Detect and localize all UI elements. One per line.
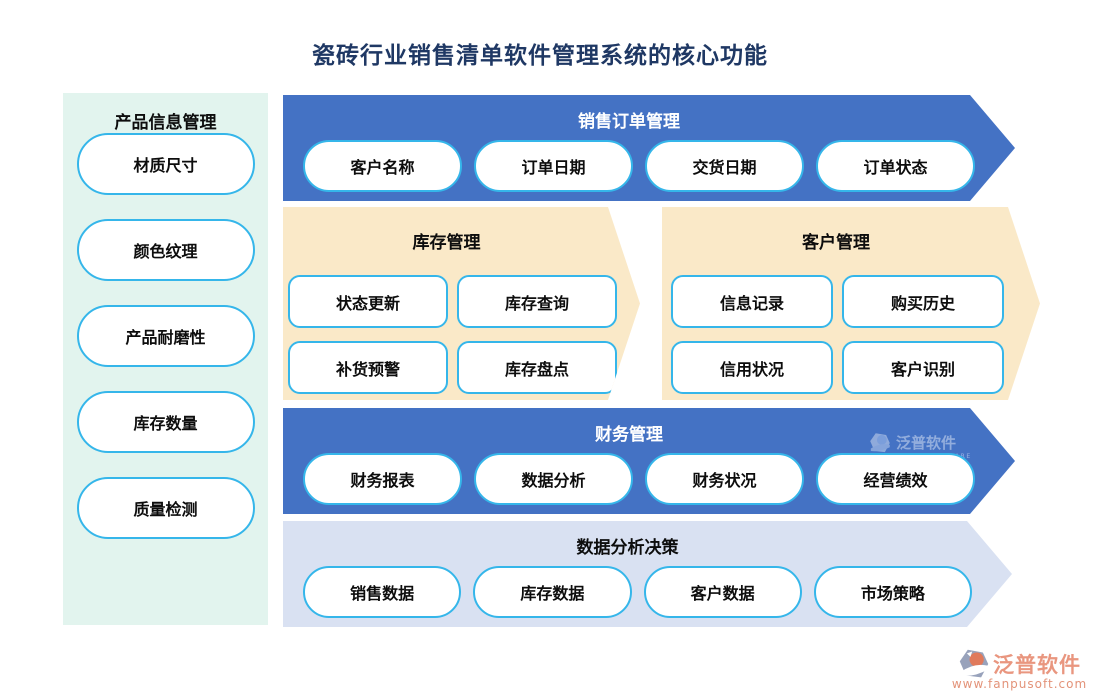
finance-items: 财务报表 数据分析 财务状况 经营绩效	[303, 453, 975, 505]
inventory-item: 库存盘点	[457, 341, 617, 394]
finance-item: 财务报表	[303, 453, 462, 505]
data-decision-item: 客户数据	[644, 566, 802, 618]
sales-order-title: 销售订单管理	[578, 112, 680, 132]
sales-order-item: 交货日期	[645, 140, 804, 192]
finance-item: 财务状况	[645, 453, 804, 505]
page-title: 瓷砖行业销售清单软件管理系统的核心功能	[312, 43, 768, 69]
inventory-item: 补货预警	[288, 341, 448, 394]
sales-order-item: 订单状态	[816, 140, 975, 192]
fanpu-brand: 泛普软件 www.fanpusoft.com	[947, 648, 1092, 691]
product-info-item: 库存数量	[76, 391, 255, 453]
section-finance: 财务管理 泛普软件 FANPU SOFTWARE 财务报表 数据分析 财务状况 …	[283, 408, 1015, 514]
data-decision-items: 销售数据 库存数据 客户数据 市场策略	[303, 566, 972, 618]
product-info-item: 颜色纹理	[76, 219, 255, 281]
data-decision-item: 销售数据	[303, 566, 461, 618]
product-info-title: 产品信息管理	[114, 113, 217, 133]
customer-items: 信息记录 购买历史 信用状况 客户识别	[671, 275, 1004, 394]
sales-order-item: 订单日期	[474, 140, 633, 192]
sales-order-items: 客户名称 订单日期 交货日期 订单状态	[303, 140, 975, 192]
finance-title: 财务管理	[595, 425, 663, 445]
inventory-items: 状态更新 库存查询 补货预警 库存盘点	[288, 275, 617, 394]
section-sales-order: 销售订单管理 客户名称 订单日期 交货日期 订单状态	[283, 95, 1015, 201]
customer-title: 客户管理	[802, 233, 870, 253]
section-inventory: 库存管理 状态更新 库存查询 补货预警 库存盘点	[283, 207, 640, 400]
fanpu-logo-icon	[959, 649, 989, 678]
product-info-item: 产品耐磨性	[76, 305, 255, 367]
product-info-item: 材质尺寸	[76, 133, 255, 195]
fanpu-brand-url: www.fanpusoft.com	[951, 677, 1088, 691]
data-decision-item: 库存数据	[473, 566, 631, 618]
data-decision-title: 数据分析决策	[576, 538, 679, 558]
sales-order-item: 客户名称	[303, 140, 462, 192]
finance-item: 数据分析	[474, 453, 633, 505]
inventory-item: 库存查询	[457, 275, 617, 328]
customer-item: 信用状况	[671, 341, 833, 394]
product-info-panel: 产品信息管理 材质尺寸 颜色纹理 产品耐磨性 库存数量 质量检测	[63, 93, 268, 625]
section-data-decision: 数据分析决策 销售数据 库存数据 客户数据 市场策略	[283, 521, 1012, 627]
product-info-item: 质量检测	[76, 477, 255, 539]
customer-item: 信息记录	[671, 275, 833, 328]
inventory-item: 状态更新	[288, 275, 448, 328]
customer-item: 购买历史	[842, 275, 1004, 328]
finance-item: 经营绩效	[816, 453, 975, 505]
section-customer: 客户管理 信息记录 购买历史 信用状况 客户识别	[662, 207, 1040, 400]
inventory-title: 库存管理	[412, 233, 481, 253]
customer-item: 客户识别	[842, 341, 1004, 394]
fanpu-brand-name: 泛普软件	[993, 653, 1081, 677]
data-decision-item: 市场策略	[814, 566, 972, 618]
